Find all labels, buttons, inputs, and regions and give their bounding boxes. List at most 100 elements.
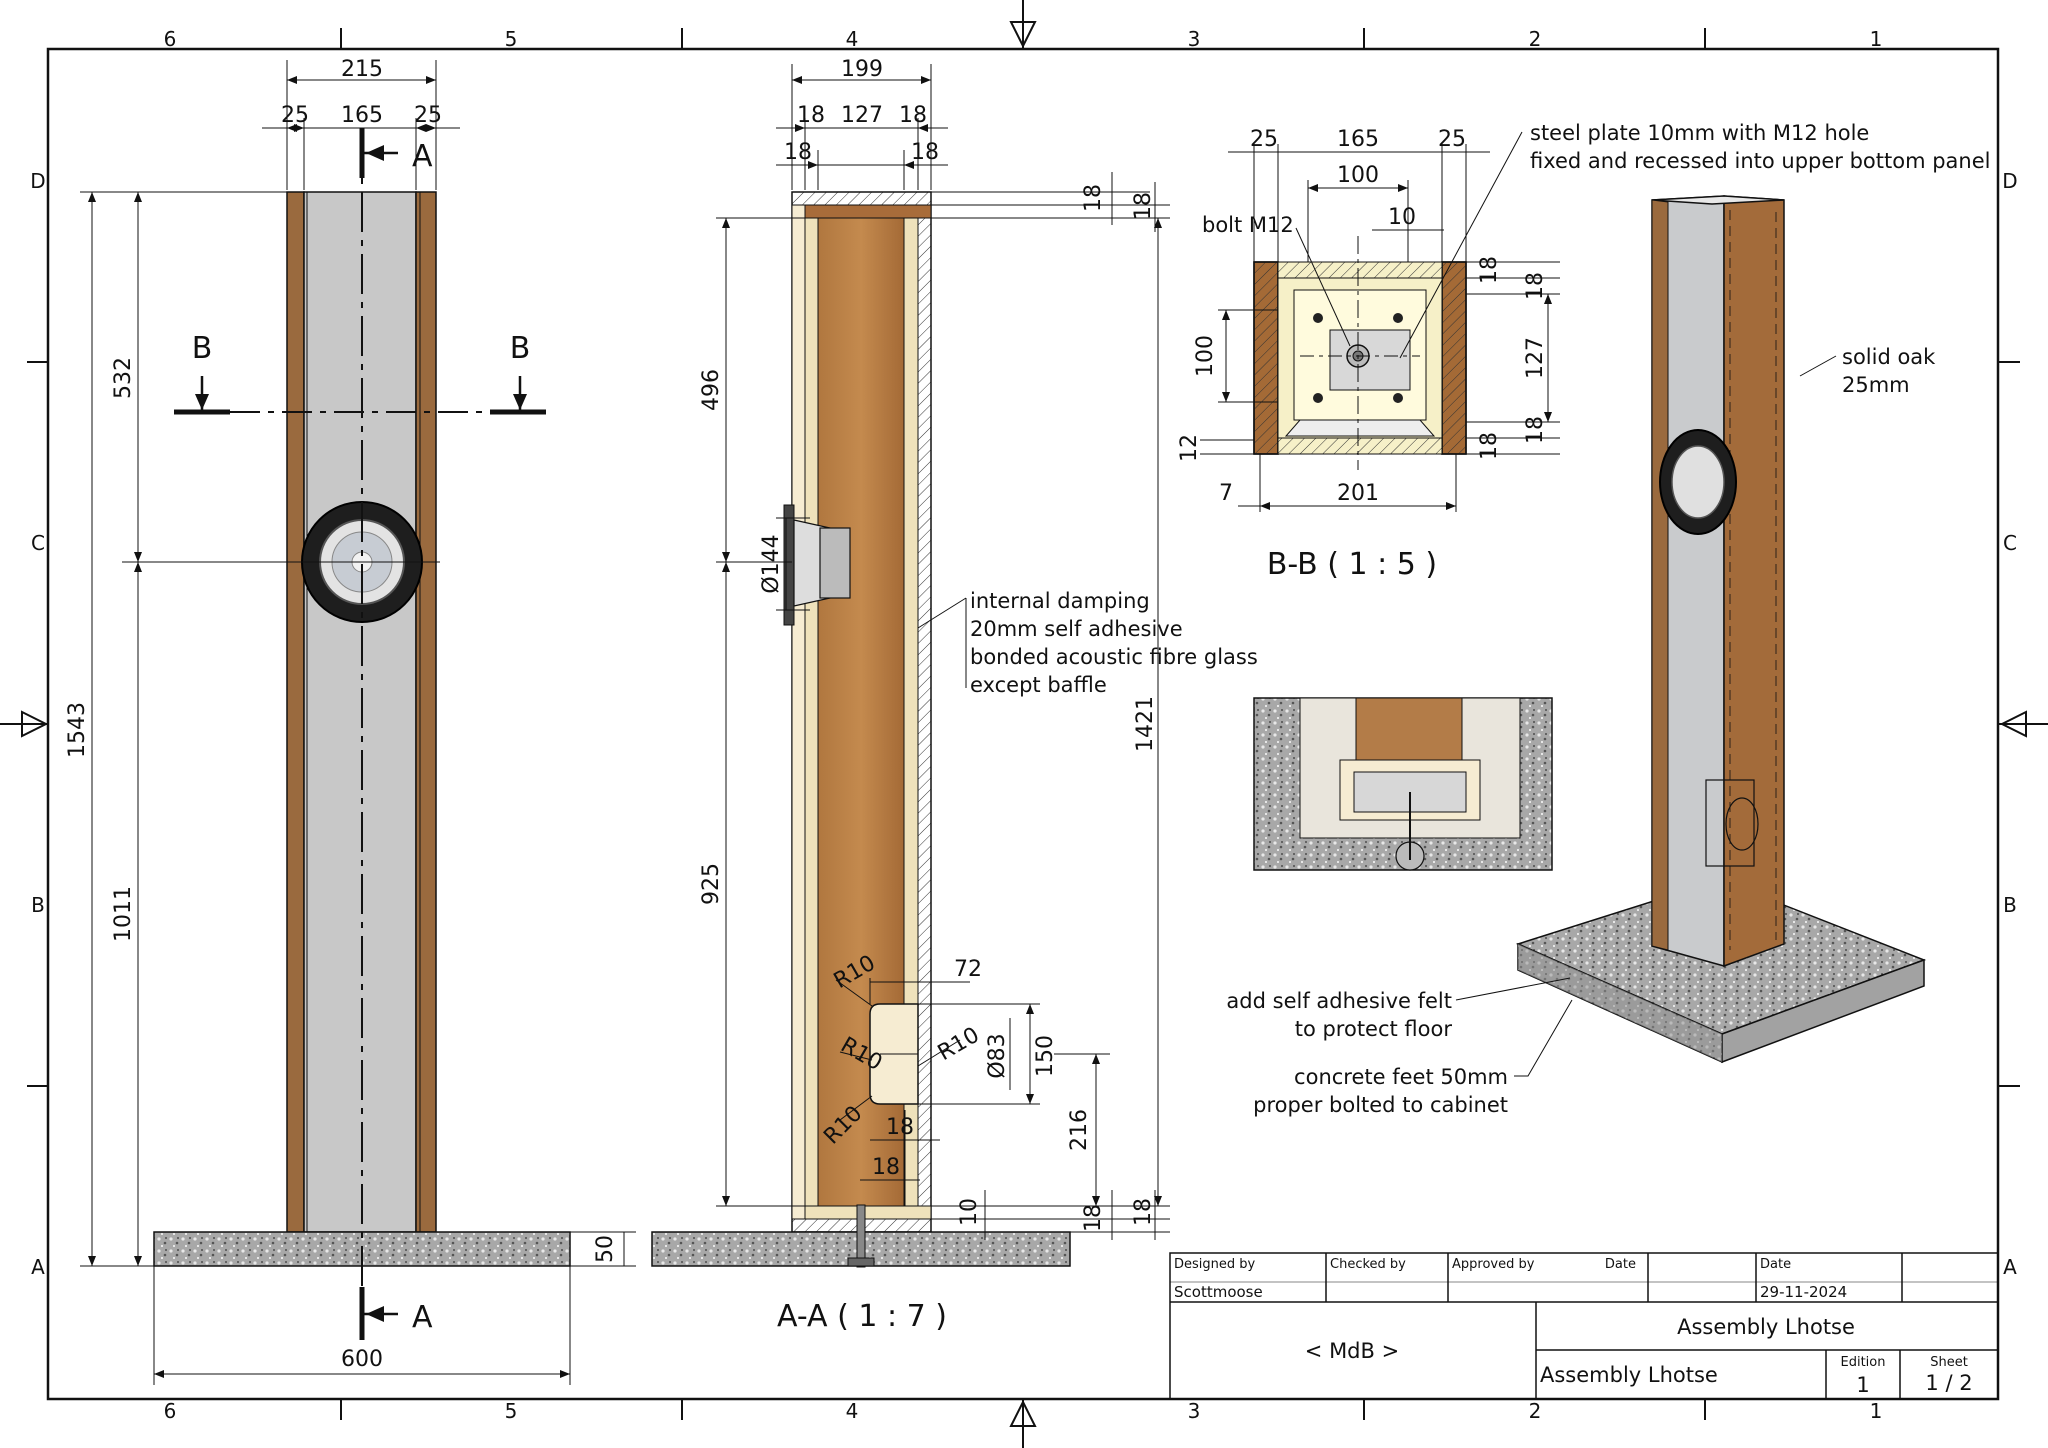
grid-col-top-3: 4 (846, 27, 859, 51)
iso-felt-note: add self adhesive felt to protect floor (1226, 977, 1571, 1041)
dim-aa-top-18-a: 18 (1081, 184, 1106, 212)
svg-text:25mm: 25mm (1842, 373, 1910, 397)
grid-col-bottom-4: 3 (1188, 1399, 1201, 1423)
grid-row-right-4: A (2003, 1255, 2017, 1279)
svg-text:20mm self adhesive: 20mm self adhesive (970, 617, 1183, 641)
dim-front-inner: 165 (341, 103, 383, 128)
tb-designed-by: Scottmoose (1174, 1283, 1263, 1301)
dim-front-side-right: 25 (414, 103, 442, 128)
grid-row-right-2: C (2003, 531, 2017, 555)
bb-steel-plate (1329, 329, 1411, 391)
dim-aa-18-inner-right: 18 (911, 140, 939, 165)
dim-aa-overall-depth: 199 (841, 57, 883, 82)
dim-bb-127: 127 (1523, 337, 1548, 379)
dim-bb-25-left: 25 (1250, 127, 1278, 152)
centering-arrow-right (1998, 710, 2048, 738)
dim-aa-lower-height: 925 (699, 863, 724, 905)
grid-col-top-5: 2 (1529, 27, 1542, 51)
section-mark-b: B B (174, 331, 546, 415)
tb-date-label-approval: Date (1605, 1257, 1636, 1272)
dim-aa-bottom-10: 10 (957, 1198, 982, 1226)
dim-bb-12: 12 (1177, 434, 1202, 462)
svg-text:solid oak: solid oak (1842, 345, 1936, 369)
grid-col-top-4: 3 (1188, 27, 1201, 51)
section-bb-title: B-B ( 1 : 5 ) (1267, 547, 1437, 582)
svg-text:proper bolted to cabinet: proper bolted to cabinet (1253, 1093, 1508, 1117)
tb-edition-label: Edition (1841, 1355, 1886, 1370)
dim-bb-18-b: 18 (1523, 272, 1548, 300)
svg-text:internal damping: internal damping (970, 589, 1150, 613)
svg-text:fixed and recessed into upper: fixed and recessed into upper bottom pan… (1530, 149, 1990, 173)
dim-front-top-to-driver: 532 (111, 357, 136, 399)
dim-aa-driver-dia: Ø144 (759, 534, 784, 593)
dim-aa-18-inner-left: 18 (784, 140, 812, 165)
svg-text:A: A (412, 139, 433, 174)
bb-plate-note: steel plate 10mm with M12 hole fixed and… (1399, 121, 1990, 359)
dim-aa-port-depth: 72 (954, 957, 982, 982)
section-bb-view: 25 165 25 100 10 18 18 127 18 18 100 12 … (1177, 121, 1990, 582)
dim-aa-port-dia: Ø83 (985, 1033, 1010, 1078)
dim-aa-127: 127 (841, 103, 883, 128)
iso-view: solid oak 25mm add self adhesive felt to… (1226, 195, 1936, 1117)
tb-date-label: Date (1760, 1257, 1791, 1272)
dim-aa-18-right: 18 (899, 103, 927, 128)
dim-bb-165: 165 (1337, 127, 1379, 152)
svg-text:steel plate 10mm with M12 hole: steel plate 10mm with M12 hole (1530, 121, 1869, 145)
grid-row-left-4: A (31, 1255, 45, 1279)
tb-designed-by-label: Designed by (1174, 1257, 1256, 1272)
tb-edition: 1 (1856, 1373, 1869, 1397)
dim-bb-18-d: 18 (1477, 432, 1502, 460)
dim-aa-top-18-b: 18 (1131, 192, 1156, 220)
grid-row-right-1: D (2002, 169, 2017, 193)
dim-bb-7: 7 (1219, 481, 1233, 506)
tb-company: < MdB > (1305, 1339, 1399, 1363)
aa-port (869, 1003, 919, 1105)
aa-driver (783, 504, 851, 626)
dim-aa-r10-d: R10 (934, 1023, 984, 1066)
grid-col-bottom-3: 4 (846, 1399, 859, 1423)
section-mark-a-top: A (359, 128, 433, 178)
iso-oak-note: solid oak 25mm (1799, 345, 1936, 397)
grid-row-left-1: D (30, 169, 45, 193)
detail-render (1253, 697, 1553, 871)
tb-checked-by-label: Checked by (1330, 1257, 1406, 1272)
centering-arrow-top (1009, 0, 1037, 49)
grid-col-top-2: 5 (505, 27, 518, 51)
svg-text:B: B (510, 331, 531, 366)
dim-aa-bottom-18-b: 18 (872, 1155, 900, 1180)
dim-bb-201: 201 (1337, 481, 1379, 506)
grid-col-bottom-2: 5 (505, 1399, 518, 1423)
dim-front-overall-width: 215 (341, 57, 383, 82)
grid-col-top-1: 6 (164, 27, 177, 51)
tb-title: Assembly Lhotse (1677, 1315, 1855, 1339)
front-view: A A B B (65, 57, 636, 1385)
svg-text:B: B (192, 331, 213, 366)
svg-text:A: A (412, 1300, 433, 1335)
aa-damping-note: internal damping 20mm self adhesive bond… (917, 589, 1258, 697)
dim-bb-100-top: 100 (1337, 163, 1379, 188)
grid-row-left-2: C (31, 531, 45, 555)
dim-aa-inner-height: 1421 (1133, 696, 1158, 752)
dim-aa-upper-height: 496 (699, 369, 724, 411)
dim-front-base-width: 600 (341, 1347, 383, 1372)
dim-aa-bottom-18-c: 18 (1081, 1204, 1106, 1232)
dim-aa-port-height: 150 (1033, 1035, 1058, 1077)
section-aa-view: 199 18 127 18 18 18 18 18 496 Ø144 925 1… (651, 57, 1258, 1334)
grid-row-right-3: B (2003, 893, 2017, 917)
aa-baffle (791, 204, 806, 1220)
grid-col-bottom-6: 1 (1870, 1399, 1883, 1423)
front-side-panel-right (415, 191, 437, 1233)
title-block: Designed by Scottmoose Checked by Approv… (1169, 1252, 1999, 1400)
svg-text:concrete feet 50mm: concrete feet 50mm (1294, 1065, 1508, 1089)
dim-front-side-left: 25 (281, 103, 309, 128)
bb-bolt-label: bolt M12 (1202, 213, 1351, 347)
section-aa-title: A-A ( 1 : 7 ) (777, 1299, 947, 1334)
grid-row-left-3: B (31, 893, 45, 917)
front-side-panel-left (286, 191, 305, 1233)
dim-bb-25-right: 25 (1438, 127, 1466, 152)
dim-front-height-total: 1543 (65, 702, 90, 758)
tb-sheet: 1 / 2 (1925, 1371, 1972, 1395)
tb-date: 29-11-2024 (1760, 1283, 1847, 1301)
svg-text:except baffle: except baffle (970, 673, 1107, 697)
